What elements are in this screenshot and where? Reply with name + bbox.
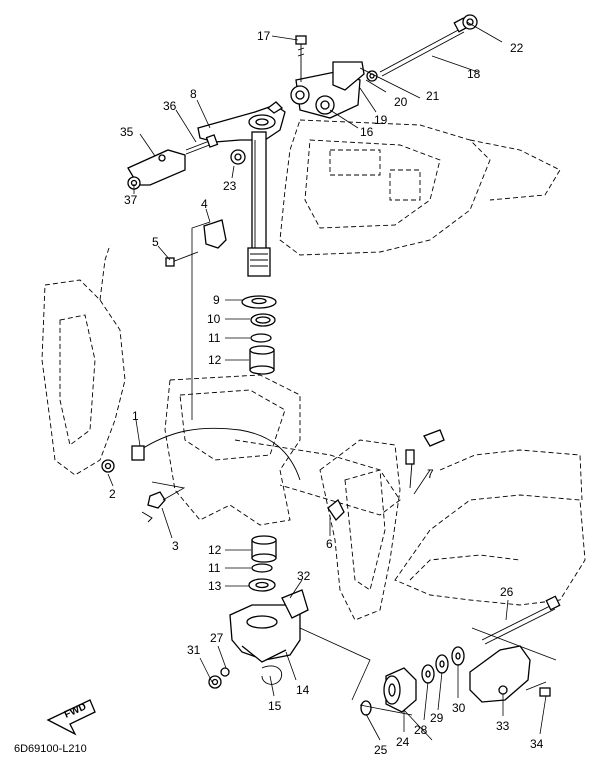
bolt-34 — [525, 681, 551, 697]
callout-17: 17 — [257, 29, 271, 43]
callout-33: 33 — [496, 719, 510, 733]
callout-29: 29 — [430, 711, 444, 725]
left-clamp-bracket — [41, 244, 126, 476]
sensor-lead-7 — [405, 429, 445, 489]
stack-bushing-12-lower — [251, 535, 277, 563]
washer-29 — [435, 654, 449, 674]
callout-26: 26 — [500, 585, 514, 599]
stack-oring-11-upper — [250, 333, 272, 343]
callout-24: 24 — [396, 735, 410, 749]
callout-10: 10 — [207, 312, 221, 326]
callout-14: 14 — [296, 683, 310, 697]
washer-20 — [366, 70, 378, 82]
cover-33 — [469, 645, 531, 703]
callout-8: 8 — [190, 87, 197, 101]
callout-36: 36 — [163, 99, 177, 113]
callout-31: 31 — [187, 643, 201, 657]
callout-27: 27 — [210, 631, 224, 645]
callout-21: 21 — [426, 89, 440, 103]
upper-mount-housing-outline — [279, 119, 561, 256]
stack-oring-11-lower — [251, 563, 273, 573]
steering-shaft — [247, 131, 271, 277]
callout-30: 30 — [452, 701, 466, 715]
washer-28 — [421, 664, 435, 684]
callout-16: 16 — [360, 125, 374, 139]
wire-clip-6 — [327, 498, 345, 522]
washer-25 — [360, 700, 372, 716]
lower-mount-housing-14 — [229, 604, 301, 663]
washer-27 — [220, 667, 230, 677]
bolt-26 — [481, 595, 561, 645]
callout-labels: 17 22 18 21 20 19 16 8 36 35 23 37 4 5 9… — [109, 29, 544, 757]
callout-20: 20 — [394, 95, 408, 109]
callout-12-lower: 12 — [208, 543, 222, 557]
swivel-bracket-outline — [164, 374, 401, 526]
stack-bushing-12-upper — [249, 345, 275, 375]
callout-37: 37 — [124, 193, 138, 207]
bracket-plate-19 — [332, 61, 365, 91]
stack-seal-10 — [250, 313, 276, 327]
washer-30 — [451, 646, 465, 666]
bolt-5 — [165, 251, 199, 267]
washer-2 — [101, 459, 115, 473]
long-bolt-18 — [379, 17, 469, 77]
lead-wire-1 — [131, 427, 301, 481]
bolt-36 — [185, 134, 219, 155]
callout-18: 18 — [467, 67, 481, 81]
callout-22: 22 — [510, 41, 524, 55]
bolt-17 — [295, 35, 307, 82]
callout-13: 13 — [208, 579, 222, 593]
callout-15: 15 — [268, 699, 282, 713]
callout-4: 4 — [201, 197, 208, 211]
callout-23: 23 — [223, 179, 237, 193]
callout-7: 7 — [427, 467, 434, 481]
clip-3 — [141, 491, 166, 523]
callout-5: 5 — [152, 235, 159, 249]
callout-9: 9 — [213, 293, 220, 307]
rubber-mount-24 — [383, 667, 417, 713]
right-clamp-bracket — [319, 439, 401, 621]
callout-35: 35 — [120, 125, 134, 139]
callout-25: 25 — [374, 743, 388, 757]
nut-31 — [208, 675, 222, 689]
clamp-4 — [203, 219, 227, 249]
callout-3: 3 — [172, 539, 179, 553]
diagram-code: 6D69100-L210 — [14, 743, 87, 755]
fwd-arrow-icon: FWD — [46, 699, 96, 736]
callout-19: 19 — [374, 113, 388, 127]
callout-28: 28 — [414, 723, 428, 737]
lower-casing-outline — [394, 449, 586, 606]
callout-11-lower: 11 — [208, 561, 221, 575]
callout-12-upper: 12 — [208, 353, 222, 367]
stack-washer-13 — [248, 578, 276, 592]
stack-washer-9 — [241, 295, 277, 309]
callout-11-upper: 11 — [208, 331, 221, 345]
leader-lines — [107, 21, 557, 741]
callout-34: 34 — [530, 737, 544, 751]
callout-1: 1 — [132, 409, 139, 423]
clip-15 — [261, 665, 282, 685]
callout-6: 6 — [326, 537, 333, 551]
nut-23 — [230, 149, 246, 165]
callout-2: 2 — [109, 487, 116, 501]
callout-32: 32 — [297, 569, 311, 583]
rubber-block-32 — [281, 589, 309, 619]
